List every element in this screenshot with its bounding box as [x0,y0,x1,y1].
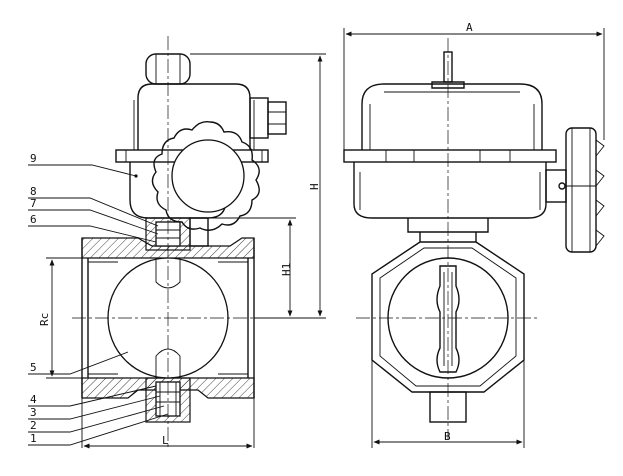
part-leaders [28,164,169,446]
right-body-inner-line [379,247,517,387]
right-actuator-body [353,162,547,219]
dim-label-A: A [466,21,473,34]
handwheel-rim [571,128,591,252]
side-connector [249,97,269,139]
right-handwheel-shaft [545,169,567,203]
part-label-2: 2 [30,419,37,432]
part-label-4: 4 [30,393,37,406]
flange-bolts [125,150,263,162]
actuator-cover-inner [133,100,255,150]
right-body-outer [371,241,525,393]
handwheel-grips [595,139,605,247]
part-label-5: 5 [30,361,37,374]
right-body-inner [359,172,541,210]
dim-label-H: H [308,183,321,190]
actuator-cover [137,83,251,150]
right-dimensions [343,28,605,448]
handwheel [151,120,260,231]
disc-stem-upper [155,258,181,289]
neck-flange [189,217,209,247]
dim-label-B: B [444,430,451,443]
right-handwheel [565,127,597,253]
knob-detail [155,54,181,84]
side-connector-nut [267,101,287,135]
part-label-1: 1 [30,432,37,445]
left-section-view [72,36,287,448]
right-disc-face [436,265,460,373]
right-disc-stem [443,272,453,366]
right-cover-inner [369,91,535,150]
handwheel-hub [171,139,245,213]
part-label-3: 3 [30,406,37,419]
dim-label-Rc: Rc [38,313,51,326]
part-label-6: 6 [30,213,37,226]
right-actuator-flange [343,149,557,163]
part-label-7: 7 [30,197,37,210]
nut-faces [268,111,286,125]
right-front-view [343,38,605,440]
body-bore-lines [88,261,248,375]
part-label-9: 9 [30,152,37,165]
left-dimensions [46,53,326,449]
dim-label-H1: H1 [280,263,293,276]
right-flange-bolts [385,150,511,162]
indicator-base [431,81,465,89]
part-label-8: 8 [30,185,37,198]
right-actuator-cover [361,83,543,150]
dim-label-L: L [162,434,169,447]
